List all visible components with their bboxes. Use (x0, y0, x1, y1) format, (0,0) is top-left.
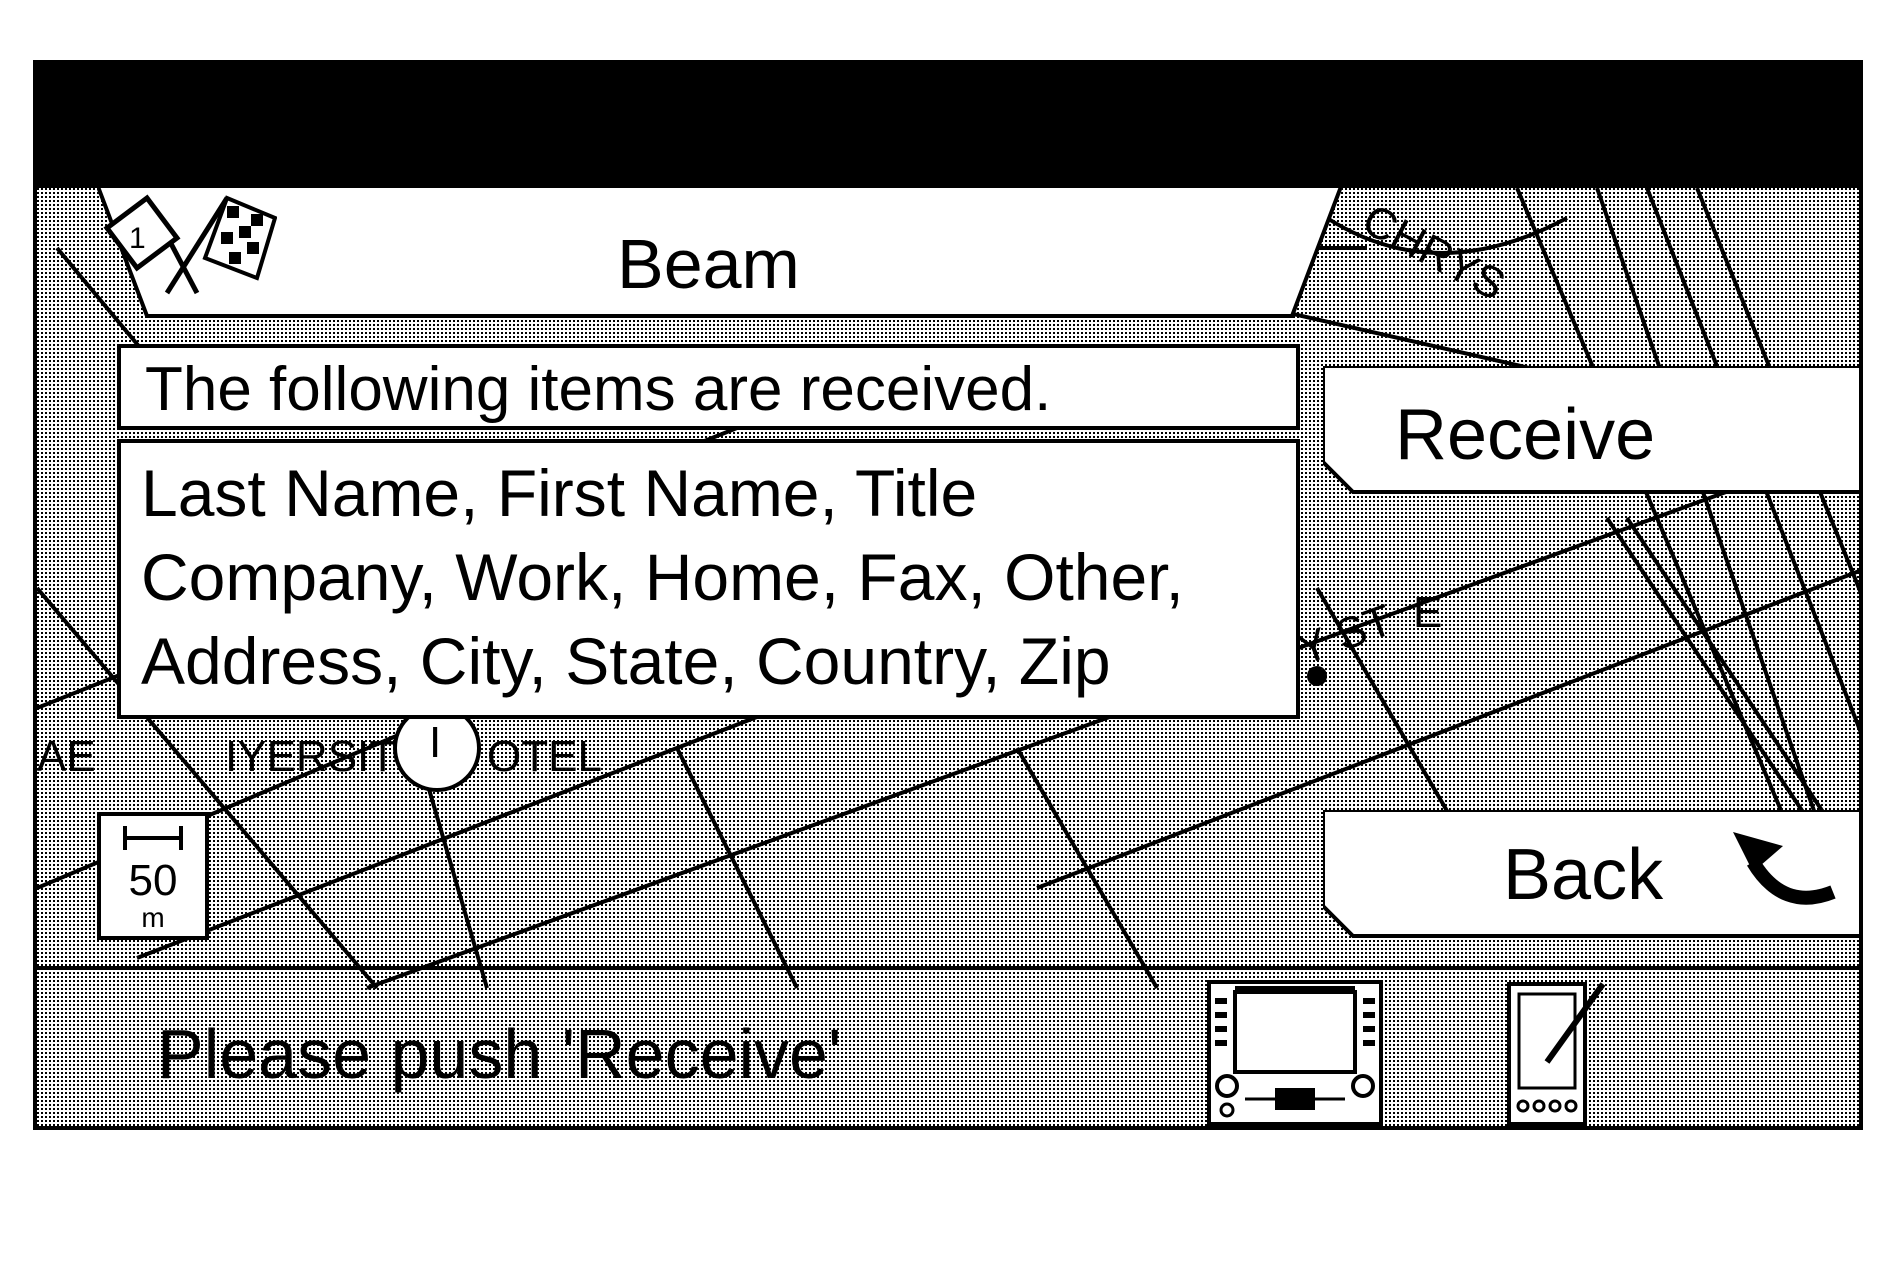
title-banner: 1 Beam (97, 188, 1342, 320)
svg-text:1: 1 (129, 222, 146, 255)
scale-unit: m (141, 902, 165, 933)
map-label-university: IYERSIT (225, 732, 397, 781)
page-title: Beam (617, 225, 800, 303)
receive-button-label: Receive (1395, 395, 1656, 475)
map-label-hotel: OTEL (487, 732, 602, 781)
top-bar (37, 64, 1859, 188)
map-label-kirby-e: E (1413, 588, 1443, 637)
stereo-device-icon[interactable] (1205, 978, 1385, 1128)
nav-screen: CHRYS KIRBY ST E AE IYERSIT OTEL I 1 (33, 60, 1863, 1130)
message-body: Last Name, First Name, Title Company, Wo… (117, 439, 1300, 719)
return-arrow-icon (1733, 832, 1836, 905)
checkered-flags-icon: 1 (103, 194, 277, 295)
pda-device-icon[interactable] (1503, 978, 1613, 1128)
scale-value: 50 (128, 856, 178, 905)
message-line: Company, Work, Home, Fax, Other, (141, 540, 1184, 614)
message-line: Last Name, First Name, Title (141, 456, 978, 530)
receive-button[interactable]: Receive (1323, 366, 1859, 496)
message-line: Address, City, State, Country, Zip (141, 624, 1111, 698)
map-poi-label: I (429, 718, 442, 767)
back-button-label: Back (1503, 835, 1664, 915)
scale-bar (123, 826, 183, 850)
map-scale: 50 m (97, 812, 209, 940)
status-bar: Please push 'Receive' (37, 966, 1859, 1128)
back-button[interactable]: Back (1323, 810, 1859, 940)
message-header-text: The following items are received. (145, 355, 1052, 424)
status-text: Please push 'Receive' (157, 1015, 842, 1093)
message-header: The following items are received. (117, 344, 1300, 430)
map-label-ae: AE (37, 732, 96, 781)
